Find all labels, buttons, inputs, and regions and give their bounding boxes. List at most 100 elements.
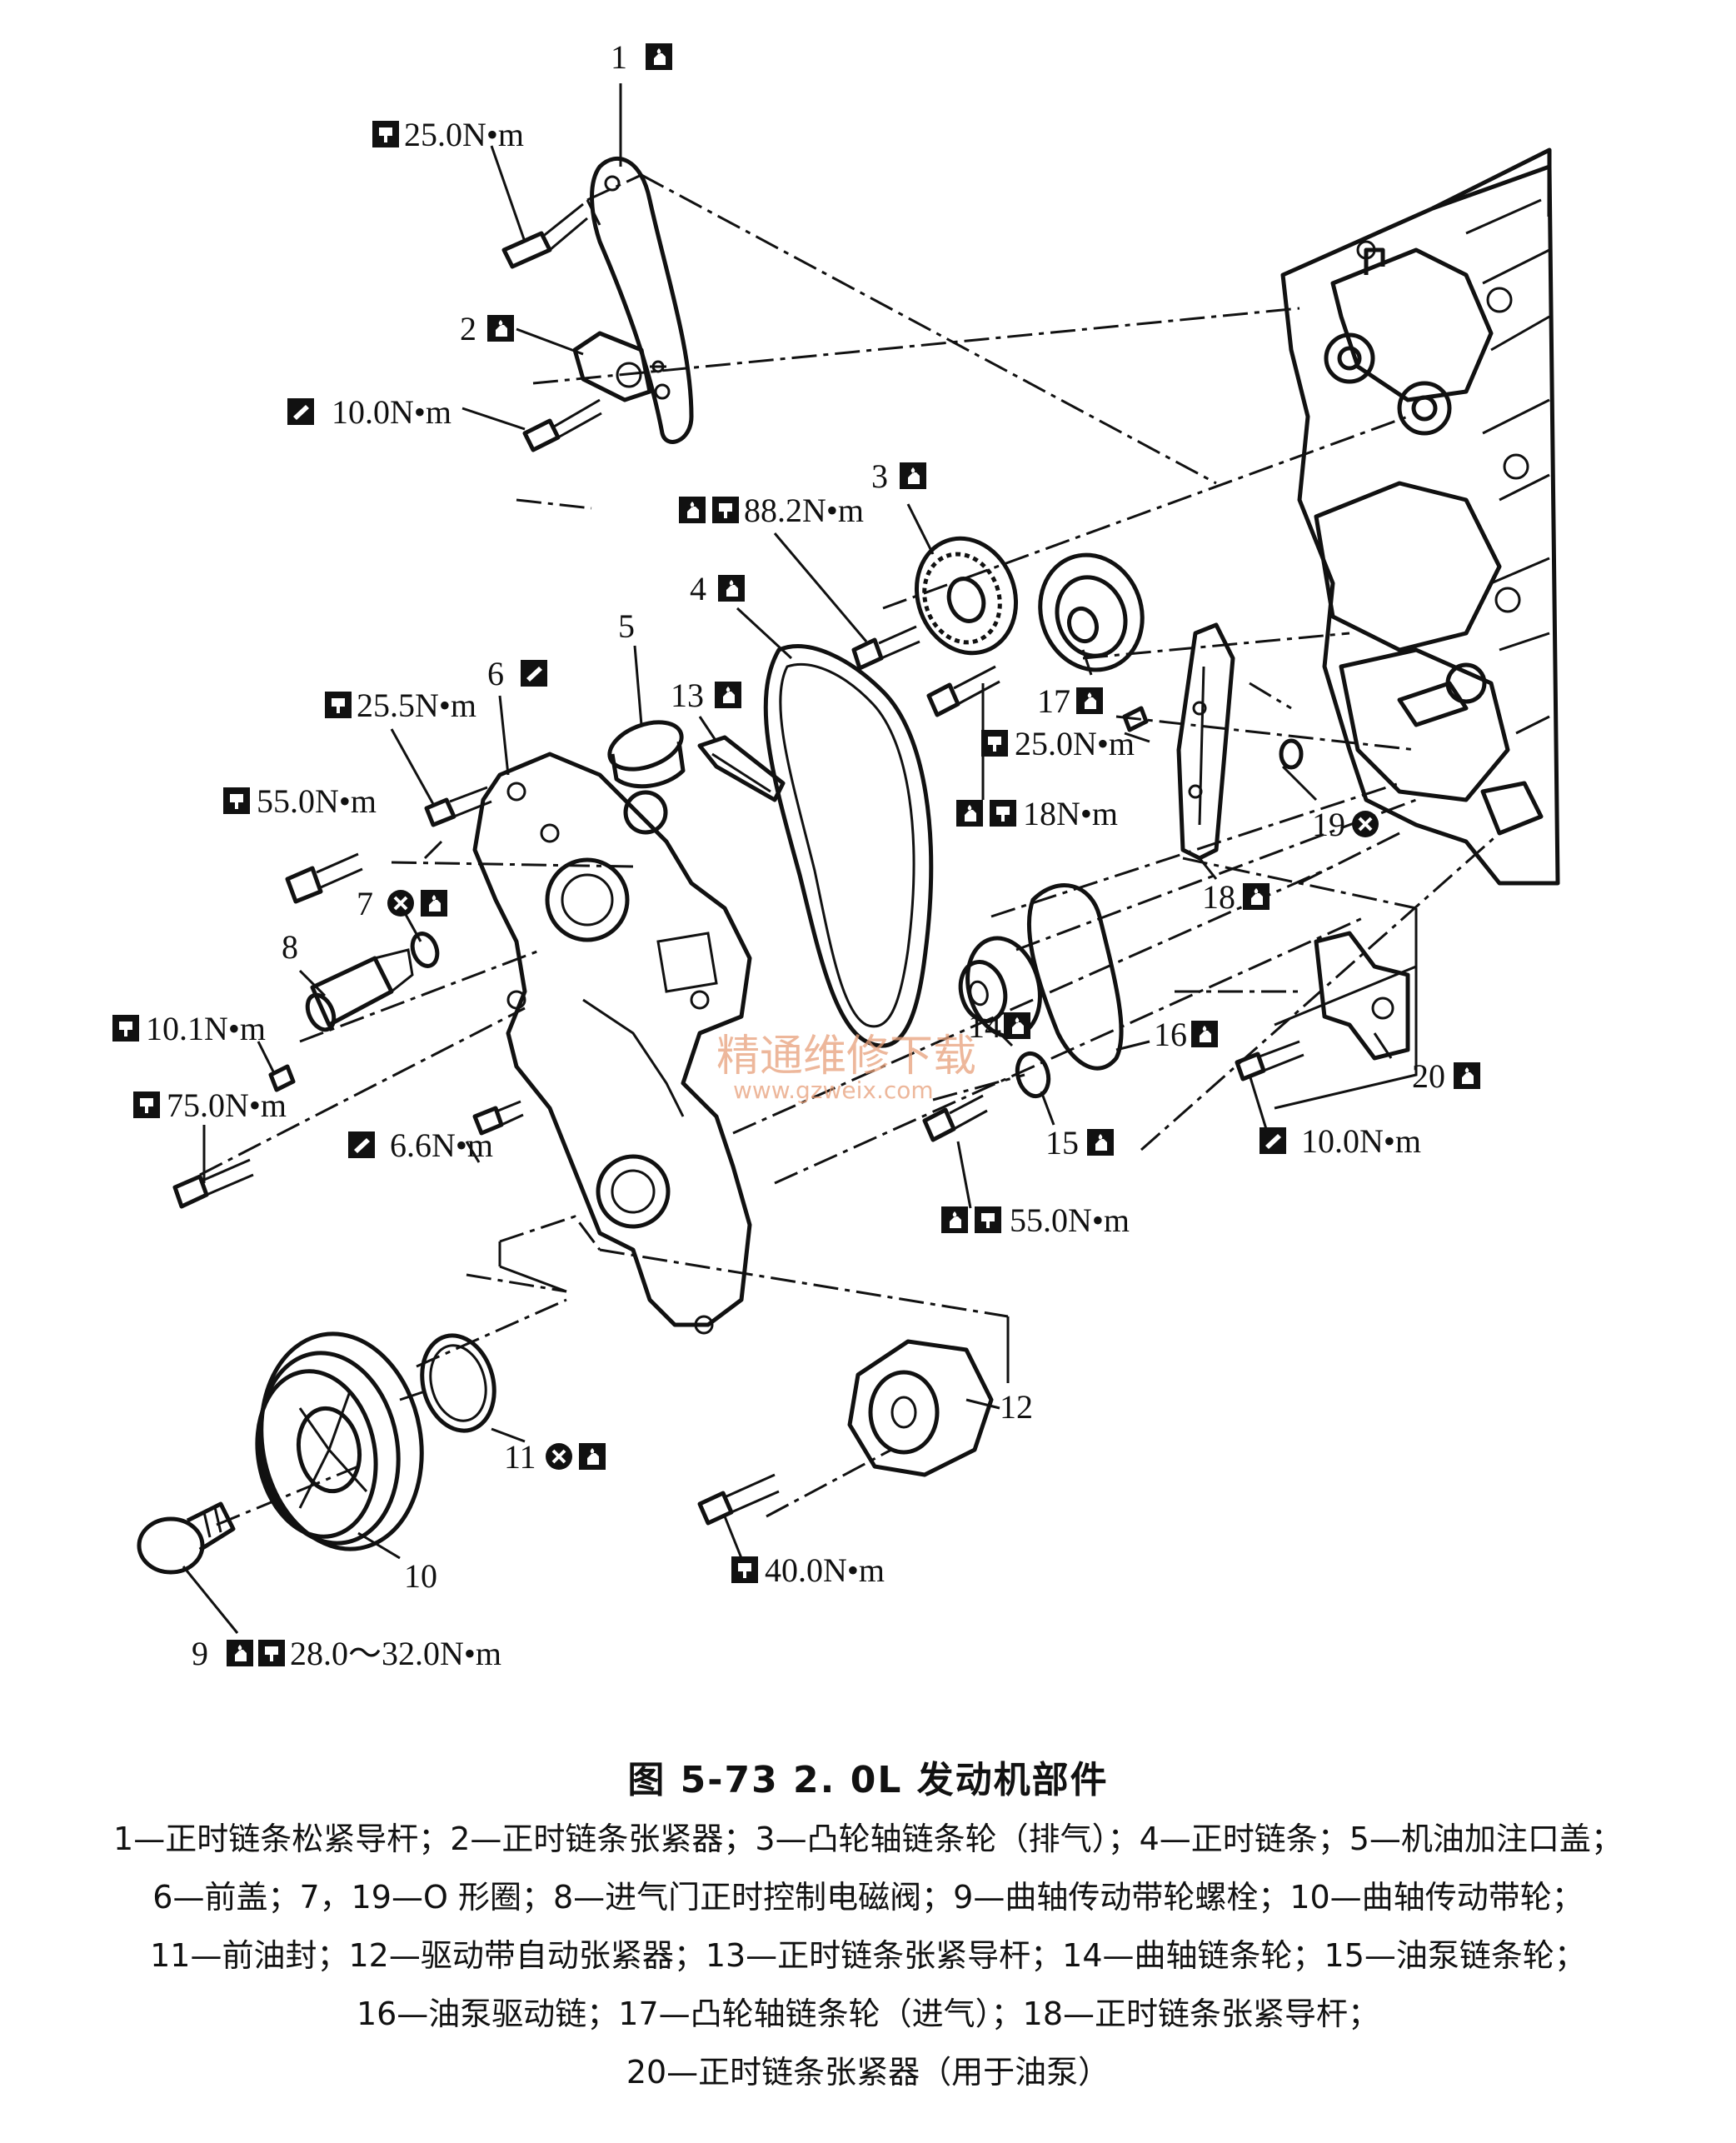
oil-can-icon bbox=[646, 43, 672, 70]
bolt-10-1 bbox=[268, 1064, 296, 1092]
part-8-solenoid-valve bbox=[305, 948, 414, 1032]
part-19-o-ring bbox=[1279, 738, 1304, 770]
bolt-25-0-right bbox=[1122, 706, 1149, 732]
torque-wrench-icon bbox=[372, 121, 399, 147]
engine-exploded-diagram: 精通维修下载 www.gzweix.com 1 2 3 4 5 6 7 8 9 … bbox=[112, 38, 1560, 1672]
oil-can-icon bbox=[421, 890, 447, 917]
sealant-icon bbox=[287, 398, 314, 425]
bolt-18 bbox=[926, 665, 1000, 717]
label-part-7: 7 bbox=[357, 885, 373, 922]
oil-can-icon bbox=[1004, 1012, 1030, 1039]
bolt-10-0-right bbox=[1235, 1040, 1304, 1081]
part-17-intake-sprocket bbox=[1038, 552, 1145, 672]
torque-3: 88.2N•m bbox=[744, 492, 864, 529]
label-part-19: 19 bbox=[1312, 806, 1345, 843]
part-6-front-cover bbox=[472, 752, 752, 1335]
oil-can-icon bbox=[1243, 883, 1270, 910]
bolt-88-2 bbox=[851, 625, 920, 671]
oil-can-icon bbox=[227, 1640, 253, 1666]
torque-wrench-icon bbox=[112, 1015, 139, 1042]
bolt-25-0 bbox=[501, 202, 588, 269]
bolt-25-5 bbox=[424, 786, 492, 827]
torque-13: 25.0N•m bbox=[1015, 725, 1135, 762]
torque-wrench-icon bbox=[258, 1640, 285, 1666]
legend-line: 1—正时链条松紧导杆；2—正时链条张紧器；3—凸轮轴链条轮（排气）；4—正时链条… bbox=[113, 1821, 1623, 1857]
part-2-tensioner bbox=[572, 331, 666, 402]
oil-can-icon bbox=[487, 315, 514, 342]
oil-can-icon bbox=[1191, 1021, 1218, 1047]
label-part-12: 12 bbox=[1000, 1388, 1033, 1426]
torque-14: 10.0N•m bbox=[1301, 1122, 1421, 1160]
bolt-55-0-right bbox=[922, 1094, 988, 1142]
part-16-oil-pump-chain bbox=[1026, 883, 1124, 1071]
bolt-40-0 bbox=[697, 1473, 780, 1526]
label-part-17: 17 bbox=[1037, 682, 1070, 720]
part-1-chain-guide bbox=[590, 157, 694, 444]
torque-5: 55.0N•m bbox=[257, 782, 377, 820]
torque-10: 40.0N•m bbox=[765, 1551, 885, 1589]
bolt-6-6 bbox=[472, 1100, 524, 1136]
oil-can-icon bbox=[941, 1206, 968, 1233]
oil-can-icon bbox=[1076, 687, 1103, 714]
legend-line: 6—前盖；7，19—O 形圈；8—进气门正时控制电磁阀；9—曲轴传动带轮螺栓；1… bbox=[152, 1879, 1584, 1916]
watermark: 精通维修下载 www.gzweix.com bbox=[716, 1032, 976, 1104]
label-part-16: 16 bbox=[1154, 1016, 1187, 1053]
torque-1: 25.0N•m bbox=[404, 116, 524, 153]
part-4-timing-chain bbox=[763, 644, 934, 1048]
label-part-10: 10 bbox=[404, 1557, 437, 1595]
part-9-crank-bolt bbox=[137, 1501, 236, 1575]
label-part-8: 8 bbox=[282, 928, 298, 966]
torque-wrench-icon bbox=[975, 1206, 1001, 1233]
part-labels: 1 2 3 4 5 6 7 8 9 10 11 12 13 14 15 16 1… bbox=[192, 38, 1480, 1672]
label-part-2: 2 bbox=[460, 310, 476, 347]
torque-wrench-icon bbox=[990, 800, 1016, 827]
label-part-13: 13 bbox=[671, 677, 704, 714]
oil-can-icon bbox=[679, 497, 706, 523]
torque-wrench-icon bbox=[223, 787, 250, 814]
part-15-oil-pump-sprocket bbox=[1015, 1051, 1051, 1099]
bolt-75-0 bbox=[172, 1158, 254, 1209]
torque-wrench-icon bbox=[325, 692, 352, 718]
torque-9: 28.0～32.0N•m bbox=[290, 1635, 501, 1672]
bolt-10-0 bbox=[522, 398, 602, 452]
torque-labels: 25.0N•m 10.0N•m 88.2N•m 25.5N•m 55.0N•m … bbox=[112, 116, 1421, 1672]
legend-line: 11—前油封；12—驱动带自动张紧器；13—正时链条张紧导杆；14—曲轴链条轮；… bbox=[150, 1937, 1586, 1974]
oil-can-icon bbox=[718, 575, 745, 602]
watermark-url: www.gzweix.com bbox=[733, 1076, 934, 1104]
label-part-4: 4 bbox=[690, 570, 706, 607]
part-12-belt-tensioner bbox=[847, 1339, 994, 1477]
oil-can-icon bbox=[956, 800, 983, 827]
legend-line: 16—油泵驱动链；17—凸轮轴链条轮（进气）；18—正时链条张紧导杆； bbox=[356, 1996, 1380, 2032]
legend-line: 20—正时链条张紧器（用于油泵） bbox=[626, 2054, 1110, 2091]
label-part-6: 6 bbox=[487, 655, 504, 692]
figure-title: 图 5-73 2. 0L 发动机部件 bbox=[627, 1759, 1109, 1801]
alignment-lines bbox=[199, 173, 1500, 1526]
oil-can-icon bbox=[1087, 1129, 1114, 1156]
torque-7: 75.0N•m bbox=[167, 1086, 287, 1124]
bolt-55-0-left bbox=[285, 852, 363, 904]
sealant-icon bbox=[348, 1131, 375, 1158]
torque-wrench-icon bbox=[731, 1556, 758, 1583]
torque-wrench-icon bbox=[133, 1091, 160, 1118]
part-3-exhaust-sprocket bbox=[914, 536, 1019, 656]
label-part-9: 9 bbox=[192, 1635, 208, 1672]
torque-11: 55.0N•m bbox=[1010, 1201, 1130, 1239]
label-part-5: 5 bbox=[618, 607, 635, 645]
torque-2: 10.0N•m bbox=[332, 393, 451, 431]
watermark-cn: 精通维修下载 bbox=[716, 1032, 976, 1081]
sealant-icon bbox=[1260, 1127, 1286, 1154]
part-7-o-ring bbox=[410, 932, 440, 968]
label-part-14: 14 bbox=[968, 1007, 1001, 1045]
part-13-tension-guide bbox=[697, 735, 786, 802]
oil-can-icon bbox=[715, 682, 741, 708]
torque-6: 10.1N•m bbox=[146, 1010, 266, 1047]
part-11-front-oil-seal bbox=[420, 1333, 496, 1433]
torque-4: 25.5N•m bbox=[357, 687, 476, 724]
label-part-3: 3 bbox=[871, 457, 888, 495]
label-part-1: 1 bbox=[611, 38, 627, 76]
oil-can-icon bbox=[579, 1443, 606, 1470]
part-18-tension-guide bbox=[1176, 622, 1235, 861]
do-not-reuse-icon bbox=[1350, 809, 1380, 839]
oil-can-icon bbox=[1454, 1062, 1480, 1089]
leader-lines bbox=[182, 83, 1393, 1634]
